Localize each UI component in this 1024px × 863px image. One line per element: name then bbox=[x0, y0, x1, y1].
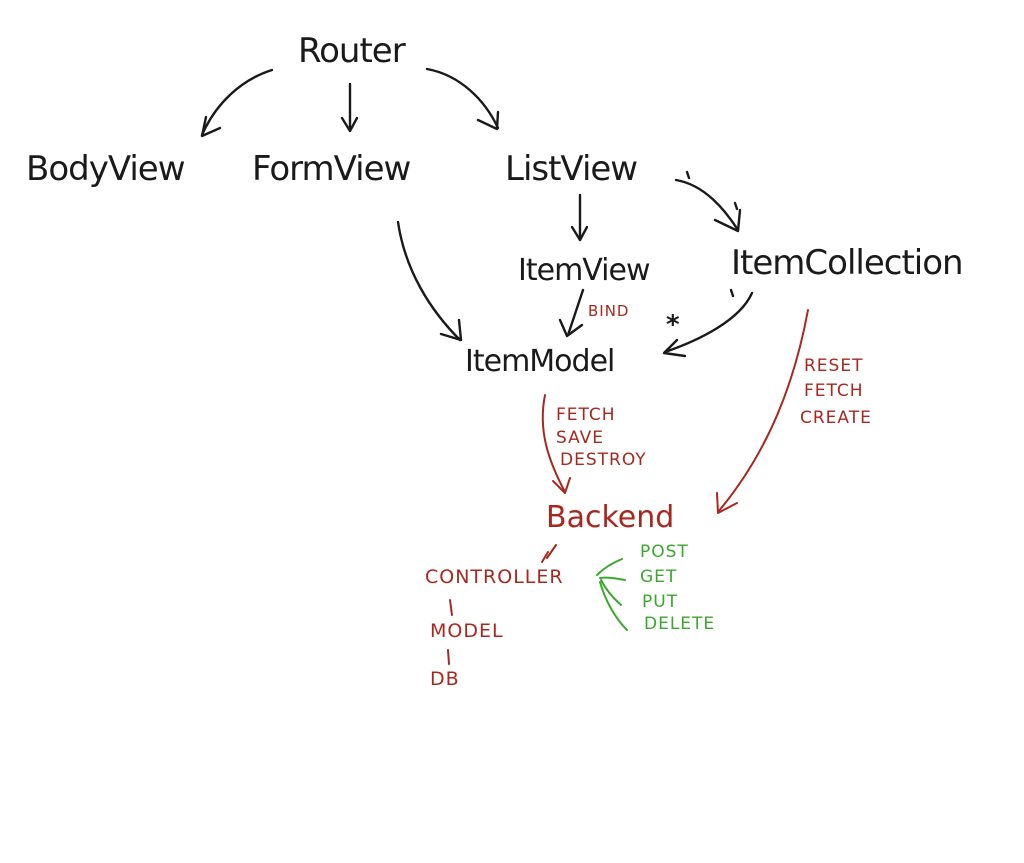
edge-formview-itemmodel bbox=[396, 220, 462, 342]
arrowhead-itemmodel-mid bbox=[558, 318, 584, 338]
arrowhead-itemmodel-right bbox=[662, 338, 687, 358]
edge-model-db bbox=[447, 649, 450, 665]
node-list-view: ListView bbox=[505, 149, 638, 189]
edge-get-controller bbox=[599, 576, 626, 581]
tick-mark bbox=[729, 288, 735, 298]
label-collection-op-reset: RESET bbox=[804, 356, 864, 376]
arrowhead-backend-left bbox=[552, 477, 571, 494]
tick-mark bbox=[733, 201, 739, 211]
edge-itemview-itemmodel bbox=[566, 288, 585, 337]
label-collection-op-create: CREATE bbox=[800, 408, 872, 428]
edge-itemcollection-itemmodel bbox=[663, 291, 754, 354]
edge-router-listview bbox=[425, 67, 500, 130]
label-bind: BIND bbox=[588, 302, 630, 320]
http-method-put: PUT bbox=[642, 592, 679, 612]
edge-put-controller bbox=[600, 579, 622, 606]
label-collection-op-fetch: FETCH bbox=[804, 381, 864, 401]
http-method-post: POST bbox=[640, 542, 689, 562]
edge-router-bodyview bbox=[200, 68, 274, 137]
edge-controller-model bbox=[449, 599, 453, 616]
tick-mark bbox=[685, 170, 691, 180]
arrowhead-formview bbox=[340, 116, 359, 133]
node-model: MODEL bbox=[430, 620, 504, 642]
arrowhead-itemcollection bbox=[713, 208, 742, 233]
label-star: * bbox=[666, 310, 680, 340]
http-method-get: GET bbox=[640, 567, 678, 587]
node-item-view: ItemView bbox=[518, 253, 650, 288]
edge-delete-controller bbox=[599, 581, 628, 631]
edge-itemmodel-backend bbox=[541, 394, 566, 493]
http-method-delete: DELETE bbox=[644, 614, 716, 634]
arrowhead-listview bbox=[476, 110, 500, 131]
node-body-view: BodyView bbox=[26, 149, 186, 189]
label-model-op-save: SAVE bbox=[556, 428, 605, 448]
edge-post-controller bbox=[596, 558, 623, 576]
node-item-model: ItemModel bbox=[465, 344, 615, 379]
node-item-collection: ItemCollection bbox=[731, 243, 964, 283]
node-router: Router bbox=[298, 31, 406, 71]
edge-listview-itemcollection bbox=[674, 178, 740, 232]
node-db: DB bbox=[430, 668, 460, 690]
node-form-view: FormView bbox=[252, 149, 411, 189]
node-backend: Backend bbox=[546, 500, 675, 535]
label-model-op-destroy: DESTROY bbox=[560, 450, 647, 470]
edge-itemcollection-backend bbox=[717, 309, 809, 513]
arrowhead-bodyview bbox=[200, 115, 222, 138]
edge-backend-controller bbox=[541, 544, 557, 563]
node-controller: CONTROLLER bbox=[425, 566, 564, 588]
arrowhead-itemview bbox=[570, 225, 589, 242]
label-model-op-fetch: FETCH bbox=[556, 405, 616, 425]
arrowhead-itemmodel-left bbox=[439, 318, 463, 342]
arrowhead-backend-right bbox=[716, 492, 738, 514]
